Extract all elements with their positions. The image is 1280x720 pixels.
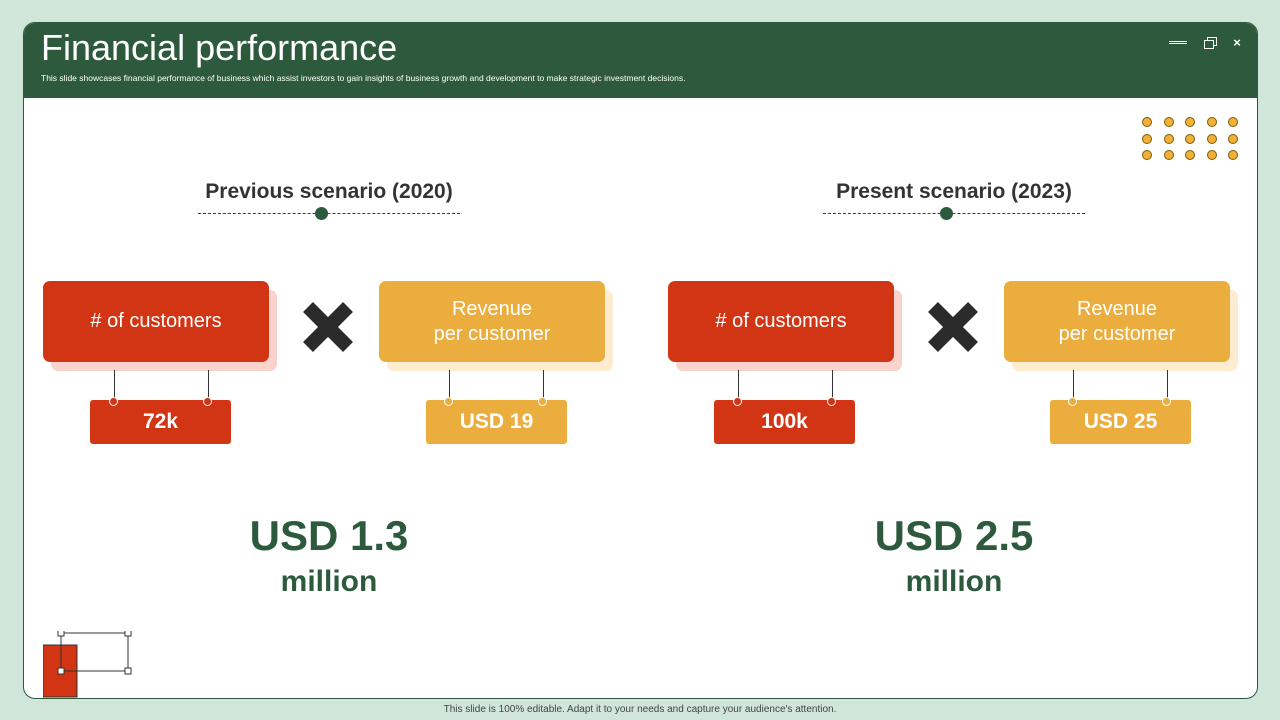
connector-line: [1073, 370, 1074, 401]
connector-line: [449, 370, 450, 401]
connector-line: [832, 370, 833, 401]
connector-pin: [1162, 397, 1171, 406]
decorative-dot: [1142, 117, 1152, 127]
page-subtitle: This slide showcases financial performan…: [41, 73, 686, 83]
decorative-dot: [1142, 133, 1152, 144]
revenue-value-previous: USD 19: [426, 400, 567, 444]
revenue-value-present: USD 25: [1050, 400, 1191, 444]
total-amount-previous: USD 1.3: [249, 512, 409, 559]
decorative-dot: [1163, 117, 1174, 127]
scenario-divider-present: [823, 213, 1085, 214]
total-unit-present: million: [905, 565, 1003, 598]
multiply-icon: [928, 302, 978, 352]
decorative-dot: [1163, 133, 1174, 144]
total-amount-present: USD 2.5: [874, 512, 1034, 559]
customers-card-label: # of customers: [715, 310, 847, 332]
connector-line: [208, 370, 209, 401]
close-button[interactable]: ×: [1226, 33, 1248, 51]
revenue-card-label: Revenue per customer: [1059, 297, 1176, 347]
minimize-icon: [1169, 40, 1187, 44]
revenue-card-label: Revenue per customer: [434, 297, 551, 347]
customers-card-label: # of customers: [90, 310, 222, 332]
divider-marker-dot: [940, 207, 953, 220]
customers-card-present: # of customers: [668, 281, 894, 362]
close-icon: ×: [1233, 34, 1241, 50]
decorative-dot: [1206, 117, 1217, 127]
customers-value-previous: 72k: [90, 400, 231, 444]
customers-value-present: 100k: [714, 400, 855, 444]
revenue-card-previous: Revenue per customer: [379, 281, 605, 362]
decorative-dot: [1206, 150, 1217, 160]
revenue-card-present: Revenue per customer: [1004, 281, 1230, 362]
connector-line: [543, 370, 544, 401]
multiply-icon: [303, 302, 353, 352]
connector-pin: [109, 397, 118, 406]
footer-note: This slide is 100% editable. Adapt it to…: [443, 704, 837, 715]
scenario-title-present: Present scenario (2023): [836, 180, 1072, 203]
restore-icon: [1204, 36, 1217, 49]
revenue-label-line2: per customer: [1058, 322, 1176, 345]
decorative-dot: [1142, 150, 1152, 160]
scenario-divider-previous: [198, 213, 460, 214]
restore-button[interactable]: [1199, 33, 1221, 51]
decorative-dot: [1185, 117, 1196, 127]
title-bar: Financial performance This slide showcas…: [24, 23, 1257, 98]
customers-card-previous: # of customers: [43, 281, 269, 362]
slide-window: Financial performance This slide showcas…: [23, 22, 1258, 699]
connector-pin: [444, 397, 453, 406]
connector-pin: [827, 397, 836, 406]
connector-pin: [538, 397, 547, 406]
connector-pin: [733, 397, 742, 406]
decorative-dot: [1163, 150, 1174, 160]
connector-line: [1167, 370, 1168, 401]
decorative-dot: [1228, 150, 1239, 160]
decorative-dot: [1228, 133, 1239, 144]
decorative-dot: [1206, 133, 1217, 144]
revenue-label-line2: per customer: [433, 322, 551, 345]
decorative-dot: [1185, 150, 1196, 160]
selected-shape-handles[interactable]: [43, 631, 133, 699]
revenue-label-line1: Revenue: [451, 297, 533, 320]
minimize-button[interactable]: [1167, 33, 1189, 51]
divider-marker-dot: [315, 207, 328, 220]
page-title: Financial performance: [41, 27, 398, 68]
connector-pin: [203, 397, 212, 406]
decorative-dot: [1228, 117, 1239, 127]
connector-pin: [1068, 397, 1077, 406]
decorative-dot-grid: [1142, 117, 1239, 160]
decorative-dot: [1185, 133, 1196, 144]
total-unit-previous: million: [280, 565, 378, 598]
connector-line: [738, 370, 739, 401]
revenue-label-line1: Revenue: [1076, 297, 1158, 320]
connector-line: [114, 370, 115, 401]
scenario-title-previous: Previous scenario (2020): [205, 180, 453, 203]
